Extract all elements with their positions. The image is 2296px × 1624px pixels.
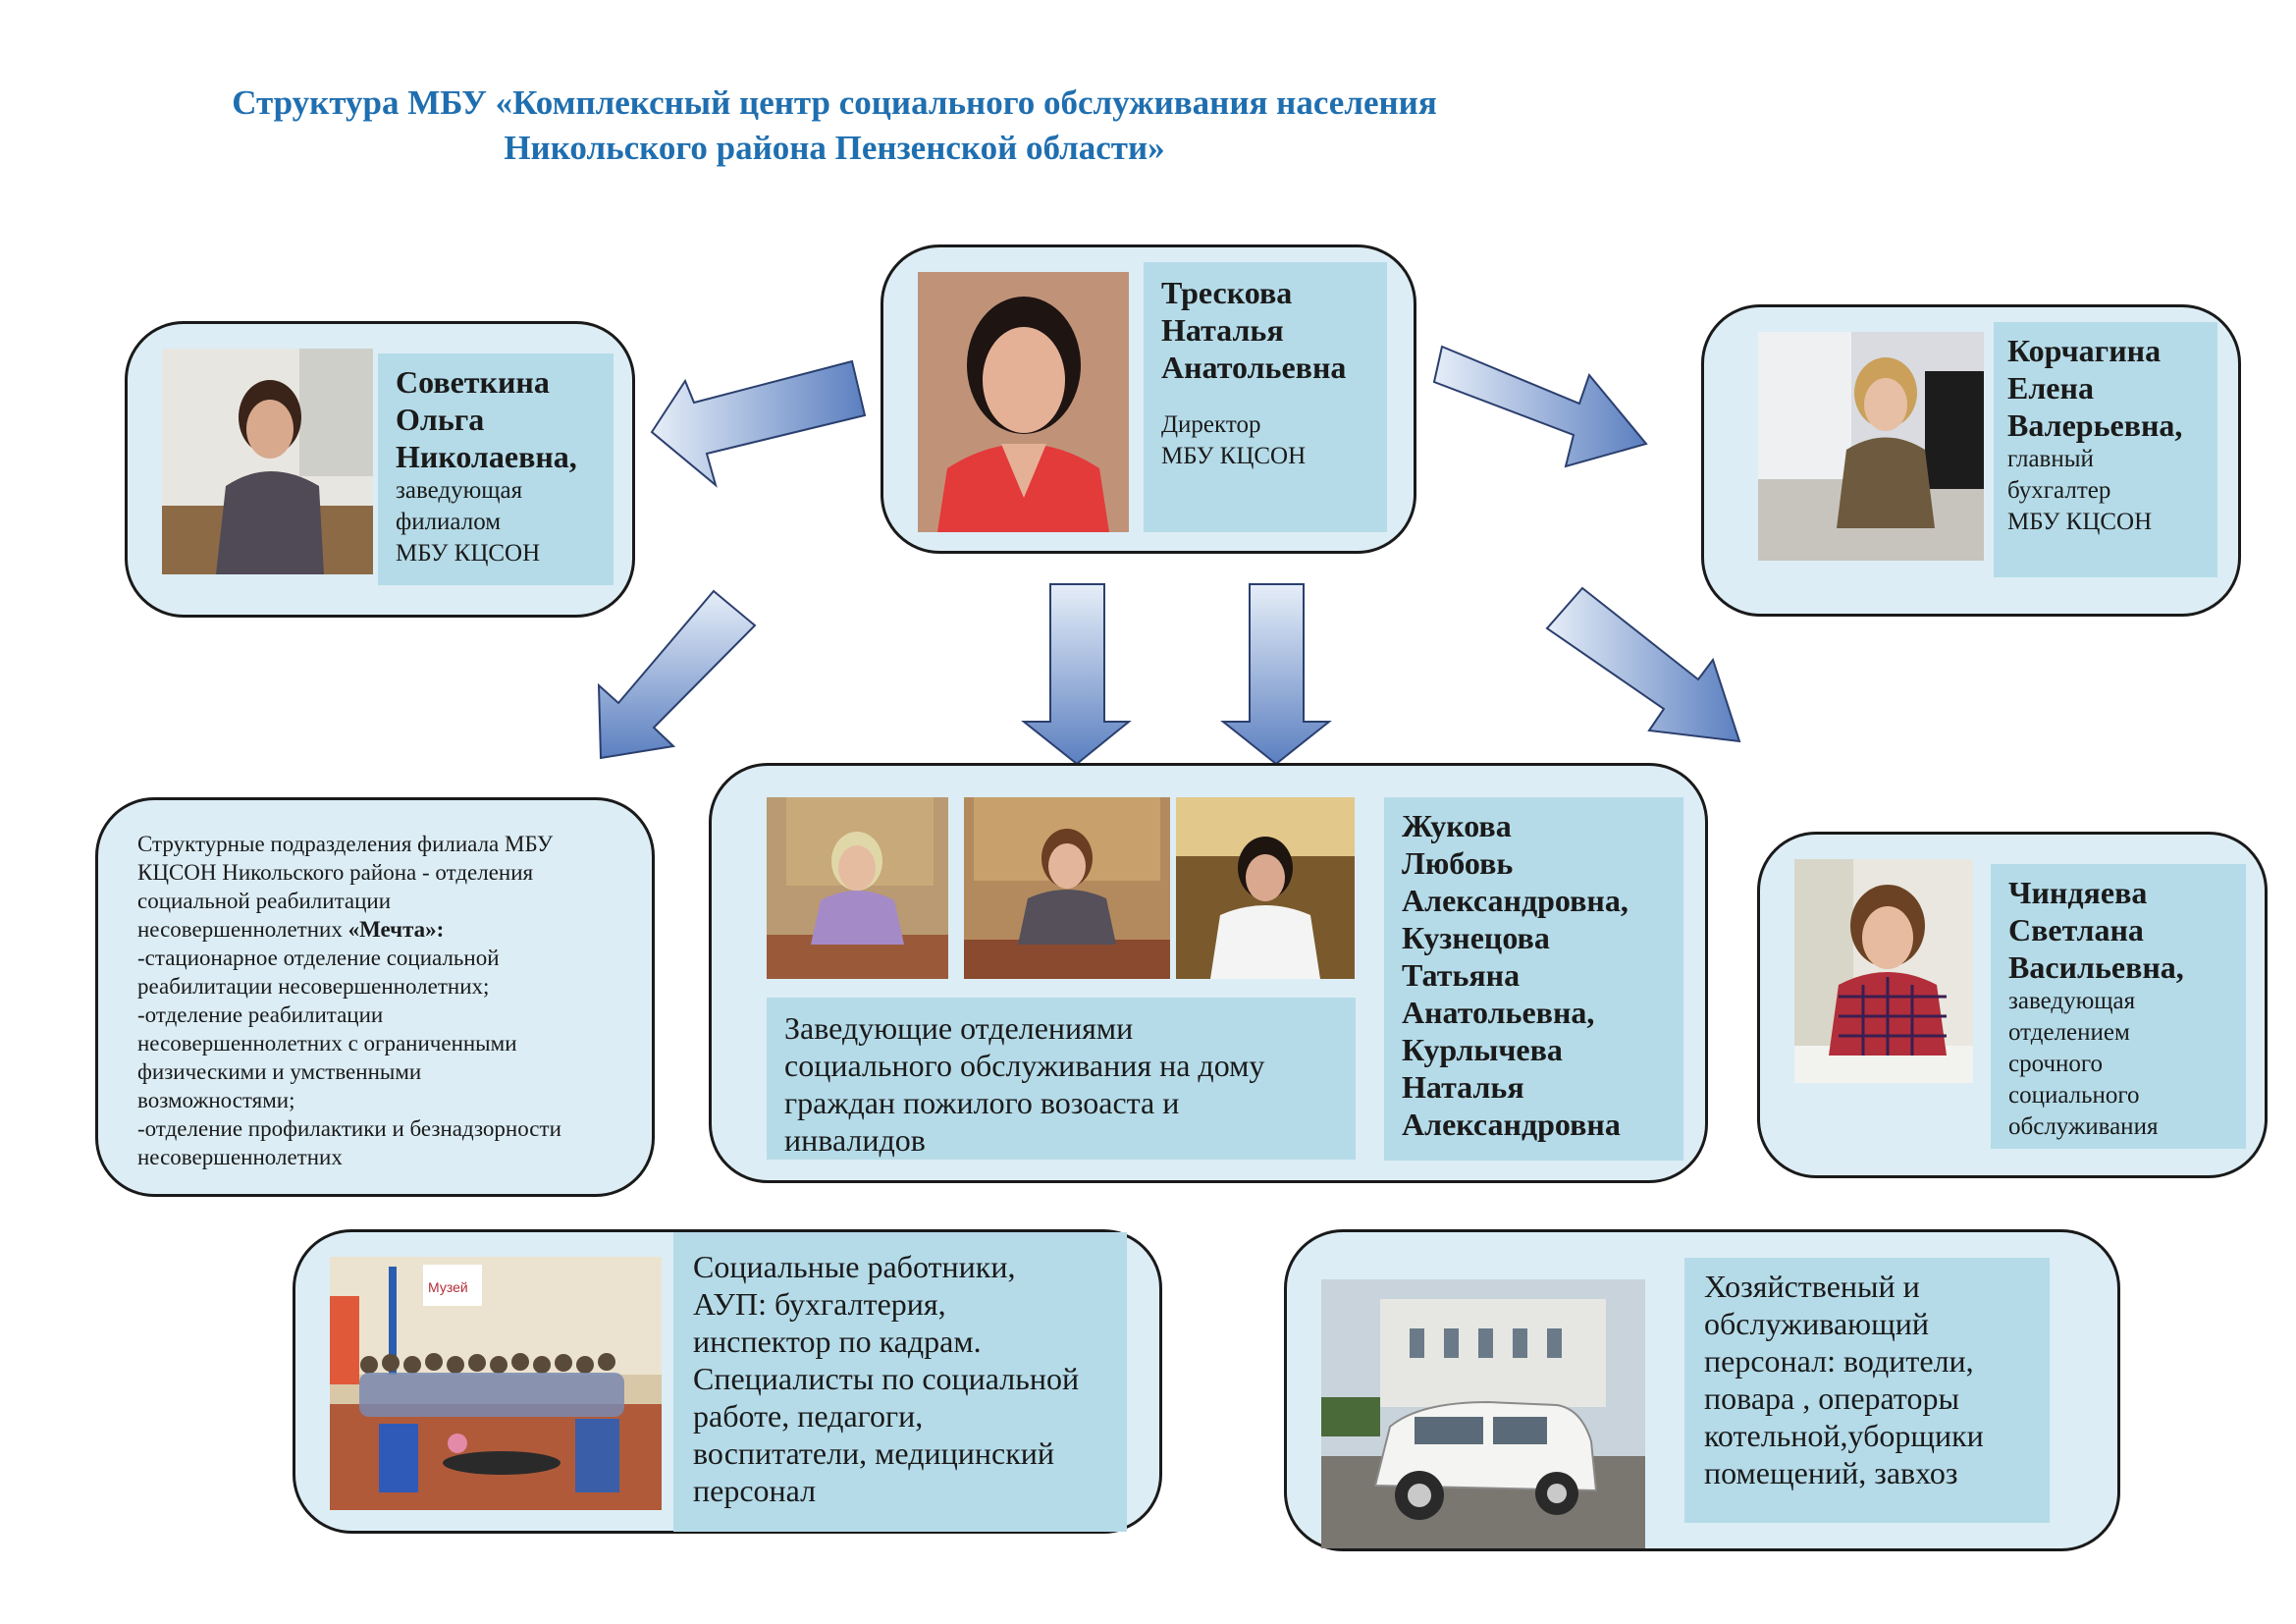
chief-accountant-name: Корчагина Елена Валерьевна, <box>2007 333 2183 443</box>
service-staff-panel: Хозяйственый и обслуживающий персонал: в… <box>1684 1258 2050 1523</box>
director-photo <box>918 272 1129 532</box>
title-line-1: Структура МБУ «Комплексный центр социаль… <box>232 83 1437 122</box>
social-workers-panel: Социальные работники, АУП: бухгалтерия, … <box>673 1232 1127 1532</box>
arrow-to-branch-head <box>650 359 867 488</box>
title-line-2: Никольского района Пензенской области» <box>504 129 1165 167</box>
chief-accountant-panel: Корчагина Елена Валерьевна, главный бухг… <box>1994 322 2217 577</box>
home-care-photo-1 <box>767 797 948 979</box>
arrow-to-urgent-head <box>1545 586 1741 743</box>
home-care-photo-2 <box>964 797 1170 979</box>
branch-head-role: заведующая филиалом МБУ КЦСОН <box>396 477 541 567</box>
arrow-to-branch-divisions <box>597 589 757 760</box>
urgent-head-role: заведующая отделением срочного социально… <box>2008 988 2159 1140</box>
arrow-to-home-care-1 <box>1021 583 1132 766</box>
social-workers-box: Музей Социальные работники, АУП: бухгалт… <box>293 1229 1162 1534</box>
home-care-heads-box: Заведующие отделениями социального обслу… <box>709 763 1708 1183</box>
chief-accountant-role: главный бухгалтер МБУ КЦСОН <box>2007 446 2153 535</box>
page-title: Структура МБУ «Комплексный центр социаль… <box>0 81 1669 171</box>
service-staff-box: Хозяйственый и обслуживающий персонал: в… <box>1284 1229 2120 1551</box>
social-workers-text: Социальные работники, АУП: бухгалтерия, … <box>693 1249 1080 1508</box>
director-box: Трескова Наталья Анатольевна Директор МБ… <box>881 244 1416 554</box>
staff-group-photo: Музей <box>330 1257 662 1510</box>
home-care-caption: Заведующие отделениями социального обслу… <box>784 1010 1265 1158</box>
branch-divisions-box: Структурные подразделения филиала МБУ КЦ… <box>95 797 655 1197</box>
director-role: Директор МБУ КЦСОН <box>1161 411 1307 469</box>
branch-head-photo <box>162 349 373 574</box>
home-care-names: Жукова Любовь Александровна, Кузнецова Т… <box>1402 808 1629 1142</box>
home-care-names-panel: Жукова Любовь Александровна, Кузнецова Т… <box>1384 797 1683 1161</box>
service-staff-text: Хозяйственый и обслуживающий персонал: в… <box>1704 1269 1984 1490</box>
urgent-head-box: Чиндяева Светлана Васильевна, заведующая… <box>1757 832 2268 1178</box>
arrow-to-chief-accountant <box>1432 345 1648 468</box>
director-name: Трескова Наталья Анатольевна <box>1161 275 1347 385</box>
home-care-caption-panel: Заведующие отделениями социального обслу… <box>767 998 1356 1160</box>
branch-head-panel: Советкина Ольга Николаевна, заведующая ф… <box>378 353 614 585</box>
service-car-photo <box>1321 1279 1645 1548</box>
urgent-head-name: Чиндяева Светлана Васильевна, <box>2008 875 2184 985</box>
director-panel: Трескова Наталья Анатольевна Директор МБ… <box>1144 262 1387 532</box>
urgent-head-photo <box>1794 859 1973 1083</box>
branch-head-name: Советкина Ольга Николаевна, <box>396 364 577 474</box>
branch-divisions-text: Структурные подразделения филиала МБУ КЦ… <box>137 832 561 1169</box>
branch-name-mechta: «Мечта»: <box>347 917 445 942</box>
home-care-photo-3 <box>1176 797 1355 979</box>
arrow-to-home-care-2 <box>1220 583 1332 766</box>
chief-accountant-box: Корчагина Елена Валерьевна, главный бухг… <box>1701 304 2241 617</box>
museum-sign: Музей <box>428 1279 468 1295</box>
branch-head-box: Советкина Ольга Николаевна, заведующая ф… <box>125 321 635 618</box>
chief-accountant-photo <box>1758 332 1984 561</box>
urgent-head-panel: Чиндяева Светлана Васильевна, заведующая… <box>1991 864 2246 1149</box>
